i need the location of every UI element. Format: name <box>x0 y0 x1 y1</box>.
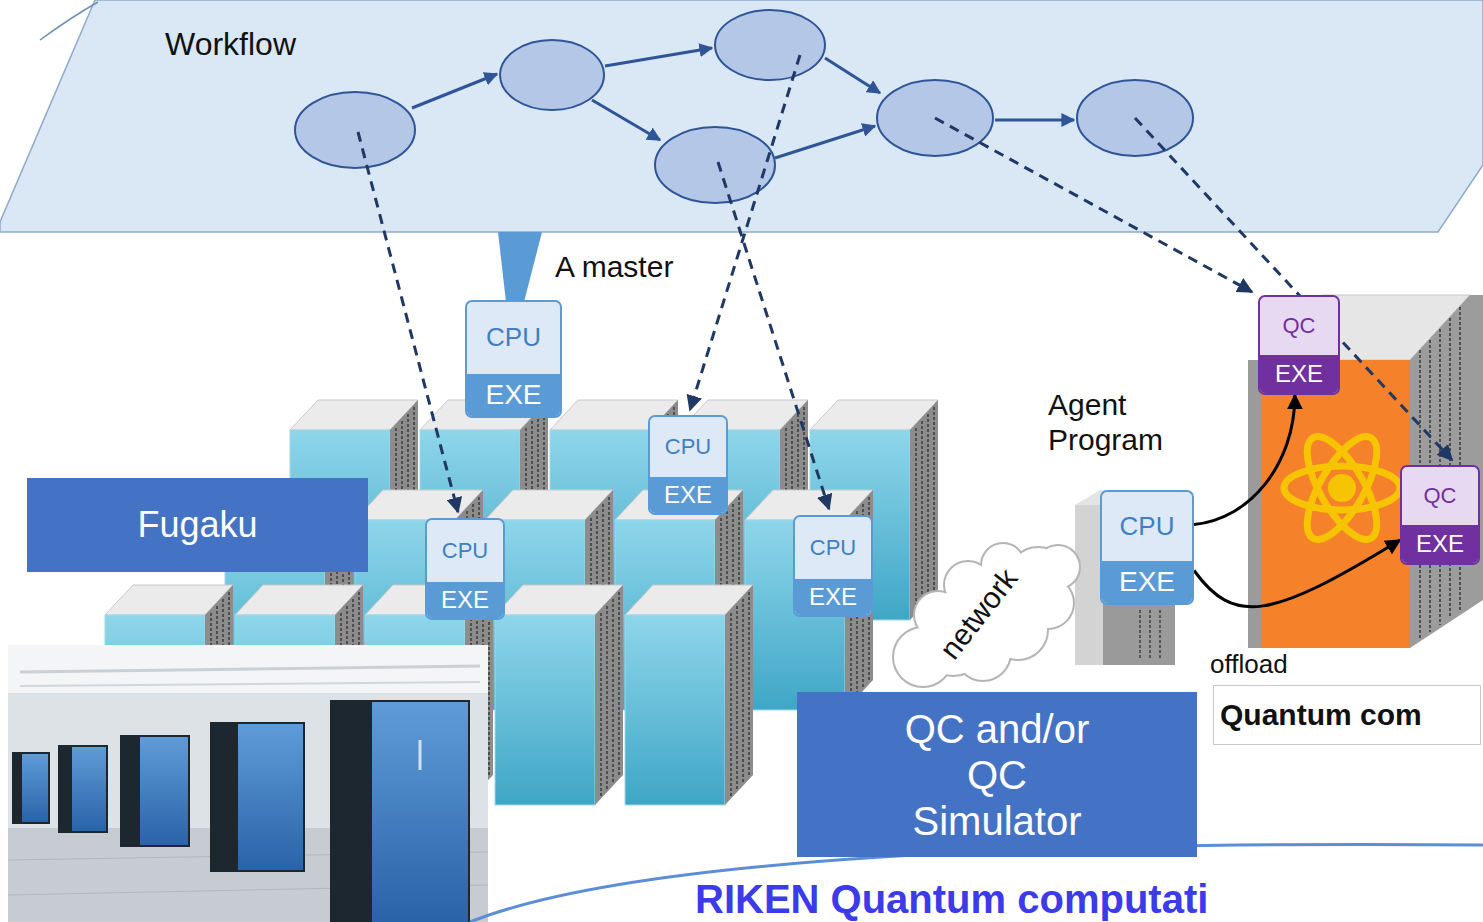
box-top: CPU <box>467 302 560 374</box>
box-top: CPU <box>650 417 726 477</box>
plane-edge <box>40 2 98 40</box>
unit-role: EXE <box>1275 360 1323 388</box>
qc-box: QC EXE <box>1400 465 1480 565</box>
annotation: A master <box>555 250 673 285</box>
cpu-box: CPU EXE <box>1100 490 1194 605</box>
master-callout <box>498 232 542 302</box>
unit-name: CPU <box>486 323 541 353</box>
offload-arrow <box>1194 540 1400 607</box>
fugaku-photo <box>8 645 488 922</box>
box-bottom: EXE <box>467 374 560 416</box>
annotation: Agent Program <box>1048 388 1198 457</box>
workflow-layer: Workflow <box>0 0 1483 232</box>
unit-role: EXE <box>664 481 712 509</box>
annotation: offload <box>1210 650 1288 680</box>
box-top: QC <box>1402 467 1478 525</box>
section-title: Quantum com <box>1220 698 1422 733</box>
box-bottom: EXE <box>427 582 503 618</box>
box-bottom: EXE <box>1260 355 1338 393</box>
unit-role: EXE <box>1416 530 1464 558</box>
box-top: CPU <box>427 520 503 582</box>
offload-arrow <box>1194 395 1295 525</box>
system-name: QC and/or QC Simulator <box>887 706 1107 844</box>
label-box: Quantum com <box>1213 685 1481 745</box>
box-top: CPU <box>795 517 871 579</box>
system-name: Fugaku <box>137 504 257 545</box>
box-top: CPU <box>1102 492 1192 561</box>
cpu-box: CPU EXE <box>425 518 505 620</box>
unit-name: CPU <box>665 434 711 459</box>
box-top: QC <box>1260 297 1338 355</box>
unit-name: QC <box>1283 313 1316 338</box>
unit-name: CPU <box>1120 512 1175 542</box>
box-bottom: EXE <box>1102 561 1192 603</box>
unit-role: EXE <box>485 379 541 411</box>
unit-role: EXE <box>809 583 857 611</box>
workflow-arrows <box>412 48 1074 158</box>
cloud-fill <box>1023 578 1073 628</box>
banner-text: RIKEN Quantum computati <box>695 876 1208 922</box>
agent-machine <box>1075 490 1175 665</box>
label-box: QC and/or QC Simulator <box>797 692 1197 857</box>
network-cloud: network <box>868 535 1090 693</box>
workflow-graph <box>295 10 1193 203</box>
box-bottom: EXE <box>1402 525 1478 563</box>
unit-role: EXE <box>1119 566 1175 598</box>
quantum-computer <box>1248 295 1483 648</box>
cpu-box: CPU EXE <box>793 515 873 617</box>
layer-title: Workflow <box>165 26 296 63</box>
box-bottom: EXE <box>650 477 726 513</box>
qc-box: QC EXE <box>1258 295 1340 395</box>
label-box: Fugaku <box>27 478 368 572</box>
cpu-box: CPU EXE <box>465 300 562 418</box>
workflow-plane <box>0 0 1483 232</box>
cpu-box: CPU EXE <box>648 415 728 515</box>
unit-name: CPU <box>442 538 488 563</box>
unit-name: CPU <box>810 535 856 560</box>
box-bottom: EXE <box>795 579 871 615</box>
unit-name: QC <box>1424 483 1457 508</box>
unit-role: EXE <box>441 586 489 614</box>
cloud-outline <box>1023 578 1073 628</box>
